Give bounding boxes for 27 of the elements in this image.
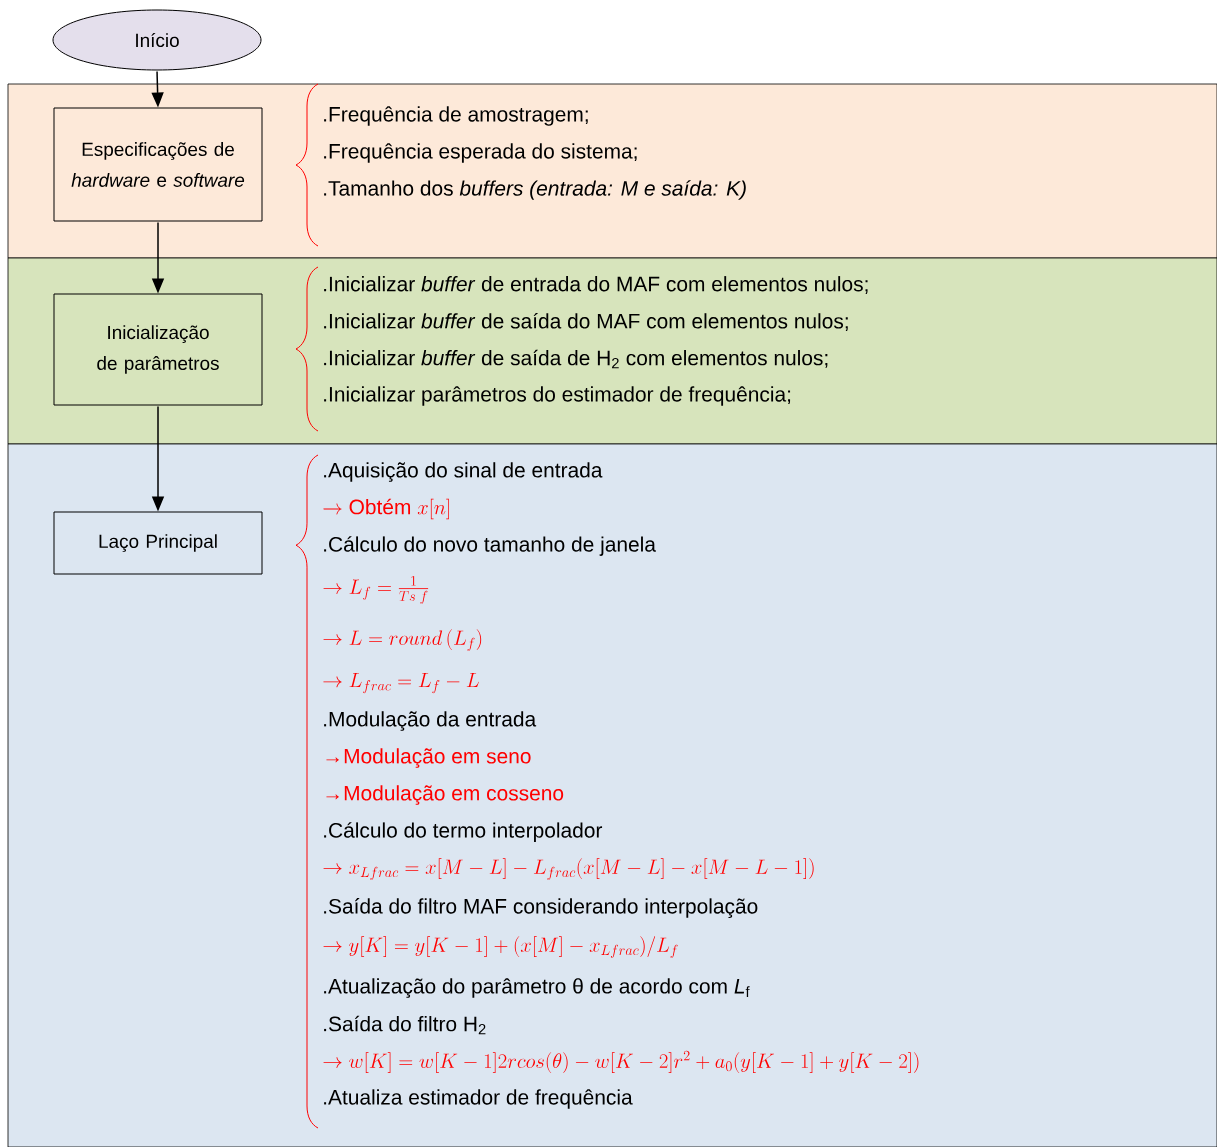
list-item: $\rightarrow L_{frac} = L_f - L$ (323, 673, 479, 694)
list-item: .Aquisição do sinal de entrada (324, 462, 603, 482)
list-item: .Inicializar buffer de saída de H$_{2}$ com elementos nulos; (324, 349, 828, 369)
list-item: .Modulação da entrada (324, 711, 537, 731)
list-item: .Frequência esperada do sistema; (324, 143, 637, 163)
list-item: $\rightarrow \text{Obtém } x[n]$ (323, 498, 449, 520)
list-item: →Modulação em cosseno (326, 785, 564, 805)
list-item: .Saída do filtro H$_{2}$ (324, 1015, 486, 1035)
list-item: $\rightarrow w[K] = w[K-1]2rcos(\theta) - w[K-2]r^2 + a_0(y[K-1] + y[K-2])$ (323, 1050, 919, 1073)
list-item: $\rightarrow L_f = \frac{1}{Ts\;f}$ (323, 576, 429, 604)
list-item: .Cálculo do termo interpolador (324, 822, 603, 842)
list-item: .Frequência de amostragem; (324, 106, 588, 126)
process-box: Especificações de hardware e software (53, 107, 263, 222)
list-item: .Tamanho dos buffers (entrada: M e saída: K) (324, 180, 746, 200)
list-item: .Saída do filtro MAF considerando interpolação (324, 898, 758, 918)
list-item: $\rightarrow L = round\left(L_f\right)$ (323, 629, 482, 651)
list-item: .Inicializar parâmetros do estimador de frequência; (324, 386, 791, 406)
list-item: $\rightarrow x_{Lfrac} = x[M-L] - L_{frac}(x[M-L] - x[M-L-1])$ (323, 858, 814, 880)
list-item: →Modulação em seno (326, 748, 531, 768)
list-item: .Inicializar buffer de saída do MAF com elementos nulos; (324, 312, 848, 332)
process-box: Inicialização de parâmetros (53, 293, 263, 406)
list-item: .Inicializar buffer de entrada do MAF com elementos nulos; (324, 276, 868, 294)
list-item: $\rightarrow y[K] = y[K-1] + (x[M] - x_{Lfrac})/L_f$ (323, 936, 678, 958)
list-item: .Atualização do parâmetro θ de acordo com L$_{f}$ (324, 978, 750, 998)
list-item: .Atualiza estimador de frequência (324, 1089, 633, 1109)
process-box: Laço Principal (53, 511, 263, 575)
list-item: .Cálculo do novo tamanho de janela (324, 536, 656, 556)
